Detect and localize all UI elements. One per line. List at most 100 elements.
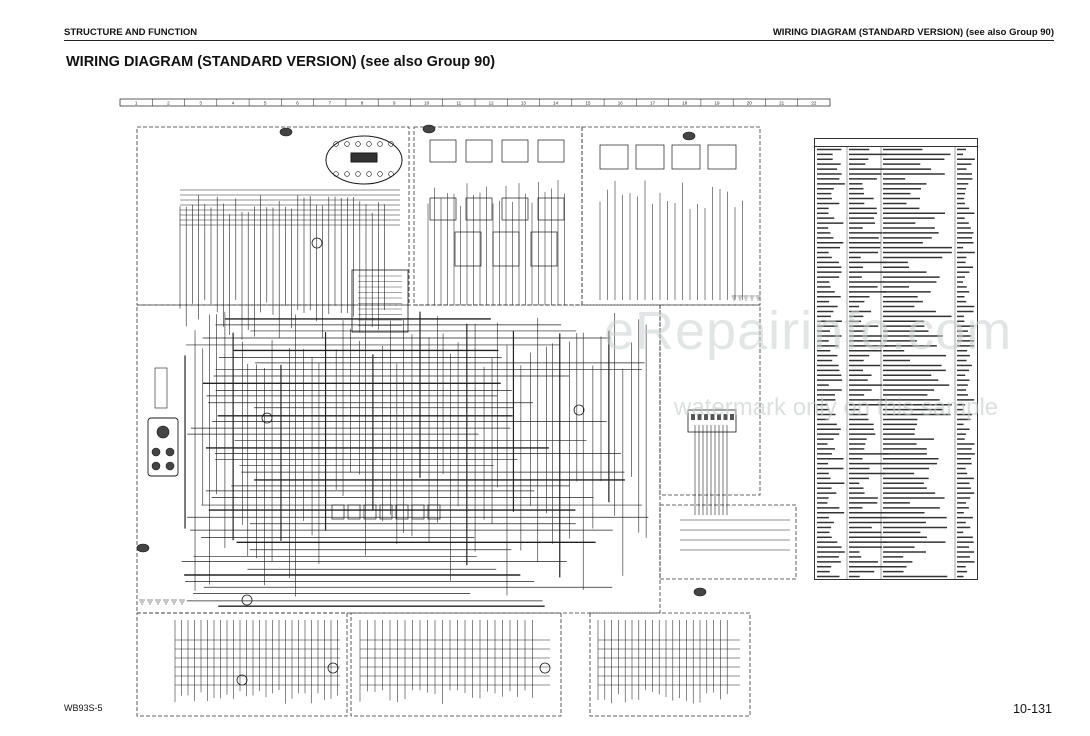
cluster-lamp — [377, 171, 383, 177]
motor-symbol — [327, 662, 339, 674]
box-bottom-right — [589, 612, 751, 717]
box-relays-right — [581, 126, 761, 306]
panel-dial — [156, 425, 170, 439]
legend-rows — [817, 147, 975, 579]
cluster-lamp — [388, 141, 394, 147]
ruler-label: 5 — [264, 100, 267, 105]
ruler-label: 17 — [650, 100, 656, 105]
group-badge — [136, 543, 150, 553]
relay-block — [454, 231, 482, 267]
motor-symbol — [539, 662, 551, 674]
relay-block — [411, 504, 425, 520]
instrument-cluster — [325, 135, 403, 185]
relay-block — [537, 139, 565, 163]
ground-symbol — [179, 599, 185, 605]
control-panel — [147, 417, 179, 477]
ruler-label: 18 — [682, 100, 688, 105]
header-rule — [64, 40, 1054, 41]
box-bottom-mid — [350, 612, 562, 717]
cluster-lamp — [377, 141, 383, 147]
cluster-lamp — [355, 141, 361, 147]
cluster-lamp — [333, 171, 339, 177]
ruler-label: 1 — [135, 100, 138, 105]
connector-pin — [697, 414, 702, 420]
ruler-label: 3 — [199, 100, 202, 105]
ruler-label: 21 — [779, 100, 785, 105]
cluster-lamp — [366, 141, 372, 147]
relay-block — [379, 504, 393, 520]
ruler-label: 6 — [296, 100, 299, 105]
ground-symbol — [171, 599, 177, 605]
ground-symbol — [743, 295, 749, 301]
motor-symbol — [241, 594, 253, 606]
connector-pin — [730, 414, 734, 420]
connector-pin — [723, 414, 728, 420]
relay-block — [429, 139, 457, 163]
ruler-label: 13 — [521, 100, 527, 105]
switch-strip — [154, 367, 168, 409]
ground-symbol — [737, 295, 743, 301]
ruler-label: 4 — [232, 100, 235, 105]
cluster-lamp — [388, 171, 394, 177]
group-badge — [279, 127, 293, 137]
watermark-note: watermark only on this sample — [674, 394, 999, 421]
relay-block — [671, 144, 701, 170]
connector-pin — [691, 414, 695, 420]
relay-block — [707, 144, 737, 170]
ruler-label: 2 — [167, 100, 170, 105]
relay-block — [501, 139, 529, 163]
box-bottom-left — [136, 612, 348, 717]
relay-block — [530, 231, 558, 267]
ruler-label: 11 — [457, 100, 462, 105]
ruler-label: 16 — [618, 100, 624, 105]
relay-block — [465, 139, 493, 163]
relay-block — [537, 197, 565, 221]
page-header-left: STRUCTURE AND FUNCTION — [64, 27, 198, 38]
watermark-url: eRepairinfo.com — [604, 301, 1013, 361]
motor-symbol — [236, 674, 248, 686]
cluster-lamp — [333, 141, 339, 147]
page-title: WIRING DIAGRAM (STANDARD VERSION) (see a… — [66, 54, 496, 70]
relay-block — [363, 504, 377, 520]
cluster-lamp — [344, 141, 350, 147]
ground-symbol — [147, 599, 153, 605]
multi-connector — [687, 409, 737, 433]
motor-symbol — [311, 237, 323, 249]
group-badge — [682, 131, 696, 141]
cluster-lamp — [344, 171, 350, 177]
wire-bundle — [174, 180, 790, 704]
box-main-harness — [136, 304, 661, 614]
panel-dial — [165, 461, 175, 471]
ruler-label: 19 — [715, 100, 721, 105]
relay-block — [635, 144, 665, 170]
ruler-label: 22 — [811, 100, 817, 105]
ground-symbol — [163, 599, 169, 605]
relay-block — [465, 197, 493, 221]
ground-symbol — [155, 599, 161, 605]
relay-block — [331, 504, 345, 520]
ground-symbol — [139, 599, 145, 605]
page-number: 10-131 — [1013, 702, 1052, 716]
group-badge — [422, 124, 436, 134]
box-fuse-right — [659, 504, 797, 580]
cluster-lamp — [355, 171, 361, 177]
connector-pin — [704, 414, 708, 420]
panel-dial — [151, 447, 161, 457]
ruler-label: 8 — [361, 100, 364, 105]
motor-symbol — [573, 404, 585, 416]
group-badge — [693, 587, 707, 597]
panel-dial — [165, 447, 175, 457]
motor-symbol — [261, 412, 273, 424]
ruler-label: 14 — [553, 100, 559, 105]
relay-block — [492, 231, 520, 267]
cluster-lamp — [366, 171, 372, 177]
ruler-label: 12 — [489, 100, 495, 105]
relay-block — [599, 144, 629, 170]
connector-pin — [717, 414, 721, 420]
legend-header — [815, 139, 977, 147]
ground-symbol — [731, 295, 737, 301]
connector-pin — [710, 414, 715, 420]
ruler-label: 15 — [585, 100, 591, 105]
panel-dial — [151, 461, 161, 471]
